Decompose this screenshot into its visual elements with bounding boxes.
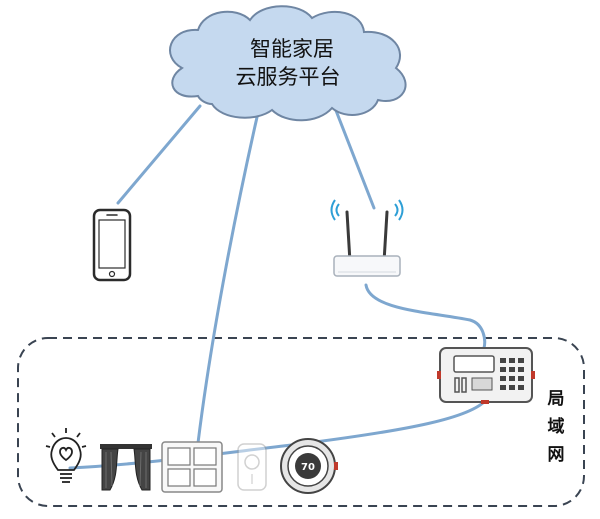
gateway-devices-link xyxy=(68,398,488,470)
cloud-icon: 智能家居 云服务平台 xyxy=(169,5,407,122)
cloud-title-line1: 智能家居 xyxy=(250,37,334,61)
connection-lines xyxy=(68,102,488,470)
router-cloud-link xyxy=(333,106,376,210)
curtain-icon xyxy=(100,444,152,491)
wall-switch-icon xyxy=(161,441,223,493)
door-sensor-icon xyxy=(237,443,267,491)
cloud-title-line2: 云服务平台 xyxy=(236,65,341,89)
thermostat-icon: 70 xyxy=(280,438,338,494)
switch-cloud-link xyxy=(196,102,262,445)
smart-gateway-icon xyxy=(437,347,535,404)
wifi-router-icon xyxy=(330,199,404,277)
lan-label-char-2: 域 xyxy=(548,416,565,437)
lan-label-char-1: 局 xyxy=(548,389,565,409)
light-bulb-icon xyxy=(45,428,87,483)
thermostat-reading: 70 xyxy=(301,462,315,473)
lan-label: 局 域 网 xyxy=(548,389,565,465)
lan-label-char-3: 网 xyxy=(548,445,565,465)
phone-cloud-link xyxy=(116,104,202,205)
lan-boundary xyxy=(17,337,585,507)
router-gateway-link xyxy=(364,283,487,350)
smartphone-icon xyxy=(92,208,132,282)
